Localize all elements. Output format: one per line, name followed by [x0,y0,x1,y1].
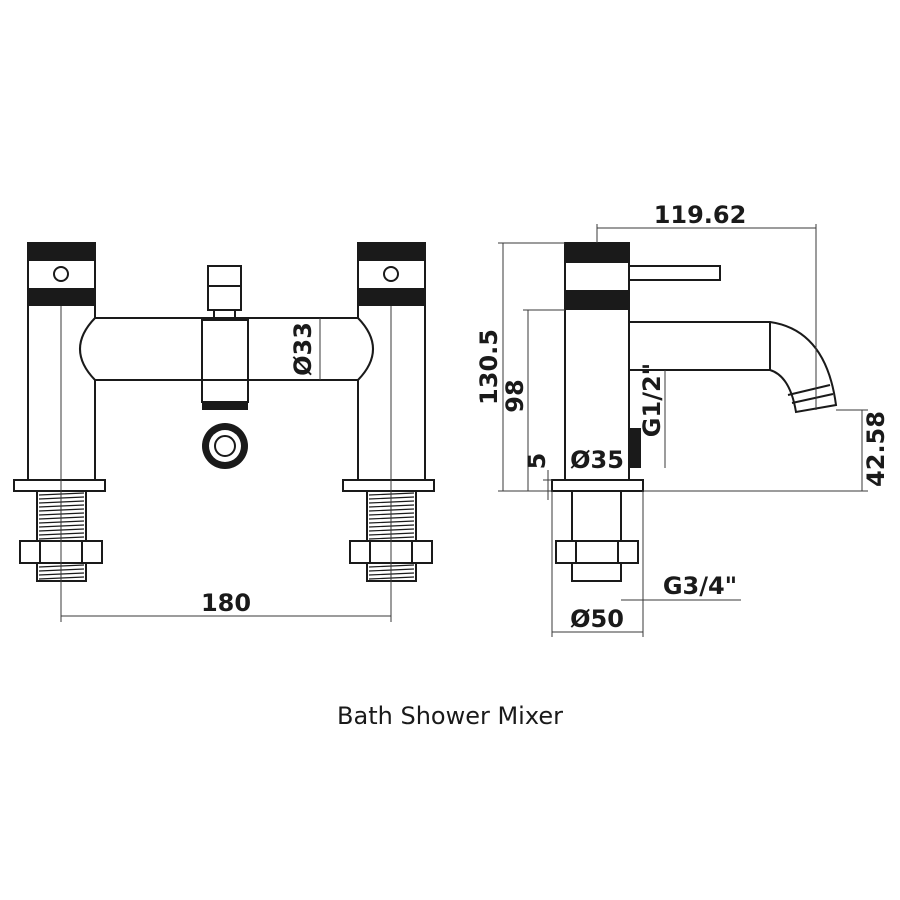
inlet-thread-dimension: G3/4" [621,572,741,601]
base-diameter-label: Ø50 [570,605,624,633]
spout-height-dimension: 98 [501,309,565,491]
left-indicator-icon [53,266,69,282]
side-body [564,242,630,481]
projection-dimension: 119.62 [596,201,817,410]
base-diameter-dimension: Ø50 [551,491,644,637]
left-handle-knurl-bottom [28,288,95,306]
overall-height-dimension: 130.5 [475,242,565,492]
spout-clearance-label: 42.58 [862,411,890,487]
left-base-flange [13,479,106,492]
left-handle-knurl-top [28,243,95,261]
front-view: 180 Ø33 [13,242,641,622]
projection-label: 119.62 [654,201,747,229]
shower-outlet-label: G1/2" [638,363,666,437]
side-backnut [555,540,639,564]
side-base-flange [551,479,644,492]
diverter-stem [213,309,236,319]
centres-dimension: 180 [60,306,392,622]
centres-label: 180 [201,589,251,617]
side-spout [628,321,838,414]
washer-height-dimension: 5 [523,453,552,500]
side-knurl-top [565,243,629,263]
diagram-caption: Bath Shower Mixer [337,702,563,730]
right-base-flange [342,479,435,492]
spout-clearance-dimension: 42.58 [643,409,890,492]
side-lever [628,265,721,281]
right-handle-knurl-bottom [358,288,425,306]
shower-outlet-dimension: G1/2" [638,363,666,468]
inlet-thread-label: G3/4" [663,572,737,600]
washer-height-label: 5 [523,453,551,470]
side-knurl-bottom [565,290,629,310]
shower-outlet-ring [202,423,248,469]
side-view: 119.62 130.5 98 5 Ø35 G1/2" [475,201,890,637]
right-indicator-icon [383,266,399,282]
spout-height-label: 98 [501,379,529,412]
shower-outlet-threads [629,428,641,468]
side-threaded-tail [571,490,622,542]
body-diameter-dimension: Ø33 [289,318,321,380]
diverter-knob [207,265,242,311]
overall-height-label: 130.5 [475,329,503,405]
front-spout [201,319,249,403]
handle-diameter-label: Ø35 [570,446,624,474]
right-handle-knurl-top [358,243,425,261]
body-diameter-label: Ø33 [289,322,317,376]
